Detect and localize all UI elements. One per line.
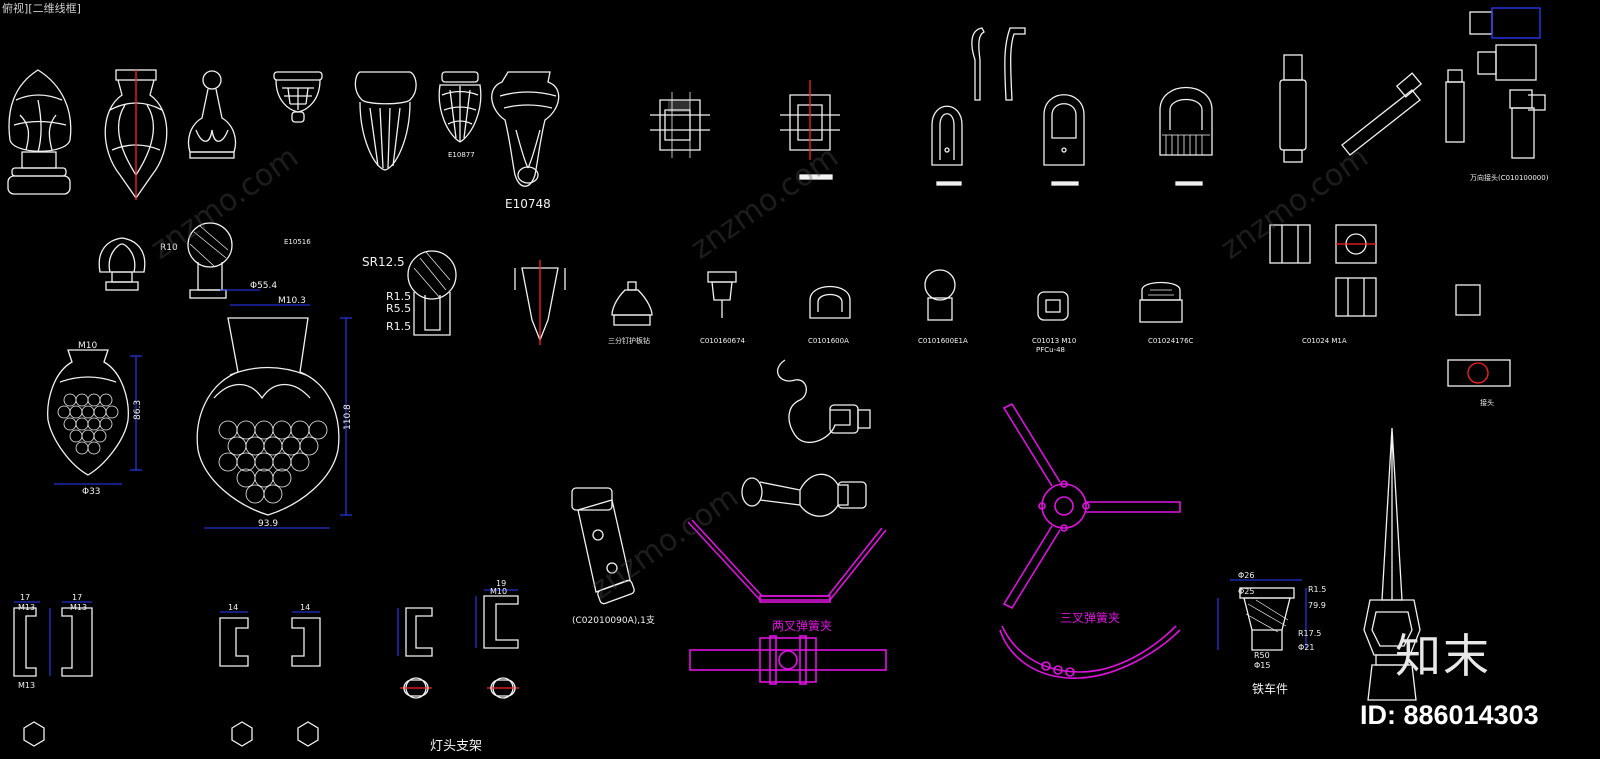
watermark-id: ID: 886014303	[1360, 700, 1539, 730]
end-cap-3[interactable]	[1159, 87, 1213, 186]
bracket-hooks[interactable]	[971, 27, 1026, 101]
label-e10877: E10877	[448, 151, 475, 159]
dim-86: 86.3	[133, 400, 143, 420]
detail-section-a[interactable]	[650, 92, 710, 158]
finial-grape-small[interactable]	[47, 349, 129, 476]
dim-d21: Φ21	[1298, 643, 1314, 652]
dim-17b: 17	[72, 593, 82, 602]
label-m10b: M10.3	[278, 296, 306, 306]
round-knob-section[interactable]	[407, 250, 457, 336]
ball-knob-dim[interactable]	[187, 222, 233, 299]
dim-93: 93.9	[258, 519, 278, 529]
dim-r15c: R1.5	[1308, 585, 1326, 594]
label-dengtou: 灯头支架	[430, 739, 482, 754]
label-c3: C0101600E1A	[918, 337, 968, 345]
finial-acorn[interactable]	[438, 71, 482, 143]
label-sancha: 三叉弹簧夹	[1060, 610, 1120, 625]
machined-part[interactable]	[1239, 587, 1295, 651]
two-prong-clip-top[interactable]	[687, 519, 887, 603]
dim-d15: Φ15	[1254, 661, 1270, 670]
swivel-bracket[interactable]	[571, 487, 635, 605]
label-r10: R10	[160, 243, 178, 253]
label-c4: C01013 M10	[1032, 337, 1076, 345]
two-prong-clip-bottom[interactable]	[689, 635, 887, 685]
three-prong-clip-top[interactable]	[1002, 402, 1181, 610]
finial-pinecone[interactable]	[7, 69, 72, 195]
small-screw-cap[interactable]	[707, 271, 737, 318]
label-c-long: (C02010090A),1支	[572, 614, 655, 626]
finial-fluted-bowl[interactable]	[354, 71, 417, 171]
small-ball-cap[interactable]	[924, 269, 956, 321]
channel-sections[interactable]	[13, 595, 519, 747]
small-grille-cap[interactable]	[1139, 281, 1183, 323]
spike-finial[interactable]	[1363, 427, 1421, 701]
label-c5: C01024176C	[1148, 337, 1194, 345]
finial-grape-large[interactable]	[196, 317, 340, 516]
label-c1: C010160674	[700, 337, 746, 345]
finial-ornate-urn[interactable]	[491, 71, 560, 187]
dim-14a: 14	[228, 603, 238, 612]
dim-m13b: M13	[70, 603, 87, 612]
label-jietou: 接头	[1480, 398, 1494, 407]
square-blocks[interactable]	[1269, 224, 1511, 387]
end-cap-1[interactable]	[931, 105, 963, 186]
finial-onion-small[interactable]	[98, 237, 146, 291]
watermark-brand: 知末	[1395, 629, 1491, 683]
finial-carved-vase[interactable]	[104, 69, 168, 200]
label-c6: C01024 M1A	[1302, 337, 1347, 345]
hook-assembly-1[interactable]	[776, 359, 871, 444]
label-e10516: E10516	[284, 238, 311, 246]
three-prong-clip-bottom[interactable]	[999, 625, 1181, 679]
top-right-connectors[interactable]	[1469, 7, 1541, 81]
label-tiecheijian: 铁车件	[1252, 681, 1288, 696]
dimension-lines	[14, 289, 1307, 676]
label-e10748: E10748	[505, 197, 551, 211]
label-liangcha: 两叉弹簧夹	[772, 618, 832, 633]
finial-cup[interactable]	[273, 71, 323, 123]
cone-tip[interactable]	[514, 260, 566, 345]
label-sr125: SR12.5	[362, 255, 405, 269]
end-cap-2[interactable]	[1043, 94, 1085, 186]
dim-d26: Φ26	[1238, 571, 1254, 580]
hook-assembly-2[interactable]	[741, 473, 867, 517]
dim-m13a: M13	[18, 603, 35, 612]
label-d55: Φ55.4	[250, 281, 277, 291]
viewport-label[interactable]: 俯视][二维线框]	[2, 2, 81, 15]
label-r55: R5.5	[386, 302, 411, 315]
small-dome-1[interactable]	[809, 286, 851, 319]
dim-110: 110.8	[343, 404, 353, 430]
label-m10a: M10	[78, 341, 97, 351]
dim-17a: 17	[20, 593, 30, 602]
watermark-site-3: znzmo.com	[1215, 140, 1375, 267]
dim-14b: 14	[300, 603, 310, 612]
detail-section-b[interactable]	[780, 80, 840, 180]
dim-r17: R17.5	[1298, 629, 1321, 638]
dim-79: 79.9	[1308, 601, 1326, 610]
watermark-site-4: znzmo.com	[585, 480, 745, 607]
label-wanxiang: 万向接头(C010100000)	[1470, 173, 1549, 182]
dim-d33: Φ33	[82, 487, 101, 497]
small-square-cap[interactable]	[1037, 291, 1069, 321]
dim-m13c: M13	[18, 681, 35, 690]
label-sanfen: 三分钉护板钻	[608, 336, 650, 345]
dim-19: 19	[496, 579, 506, 588]
dim-m10d: M10	[490, 587, 507, 596]
dim-r50: R50	[1254, 651, 1270, 660]
finial-ball-top[interactable]	[187, 70, 237, 159]
watermark-site-2: znzmo.com	[685, 140, 845, 267]
label-c2: C0101600A	[808, 337, 849, 345]
dim-d25: Φ25	[1238, 587, 1254, 596]
label-r15b: R1.5	[386, 320, 411, 333]
small-pagoda-cap[interactable]	[611, 281, 653, 326]
threaded-rods[interactable]	[1279, 54, 1546, 163]
label-r15a: R1.5	[386, 290, 411, 303]
label-c4b: PFCu-48	[1036, 346, 1065, 354]
